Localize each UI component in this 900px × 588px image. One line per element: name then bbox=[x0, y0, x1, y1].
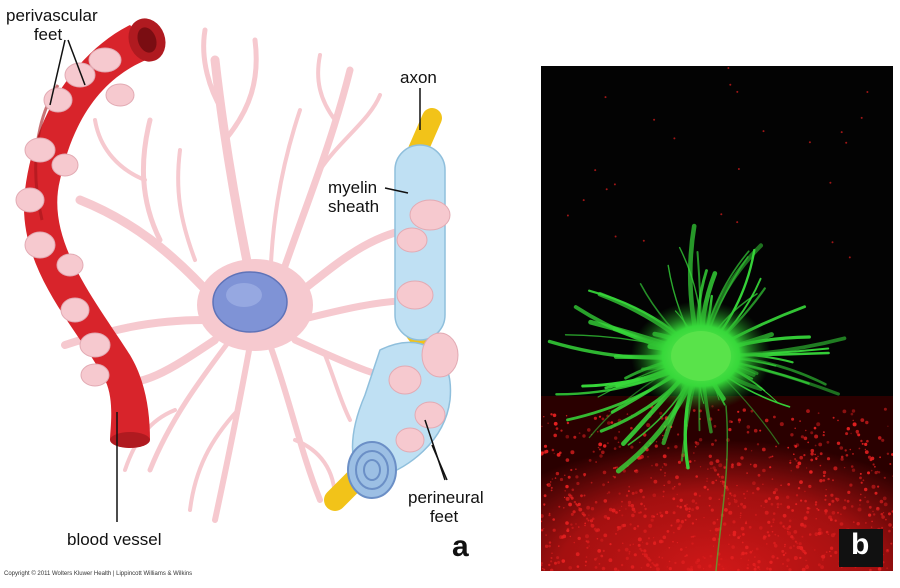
illustration-panel-a: perivascular feet axon myelin sheath blo… bbox=[4, 6, 484, 577]
myelin-sheath-label: myelin sheath bbox=[328, 178, 380, 216]
axon-and-myelin bbox=[324, 108, 452, 511]
fluorescence-micrograph bbox=[539, 66, 894, 572]
leader-lines bbox=[49, 39, 448, 522]
axon-label: axon bbox=[400, 68, 437, 87]
perineural-feet bbox=[388, 199, 459, 453]
blood-vessel-label: blood vessel bbox=[67, 530, 162, 549]
green-astrocyte bbox=[547, 223, 847, 572]
panel-b-letter: b bbox=[851, 528, 870, 561]
perivascular-feet bbox=[15, 47, 135, 387]
micrograph-panel-b: b bbox=[539, 66, 894, 572]
perineural-feet-label: perineural feet bbox=[408, 488, 484, 526]
astrocyte-illustration bbox=[15, 18, 459, 523]
perivascular-feet-label: perivascular feet bbox=[6, 6, 98, 44]
panel-a-letter: a bbox=[452, 530, 469, 563]
copyright-notice: Copyright © 2011 Wolters Kluwer Health |… bbox=[4, 571, 193, 577]
